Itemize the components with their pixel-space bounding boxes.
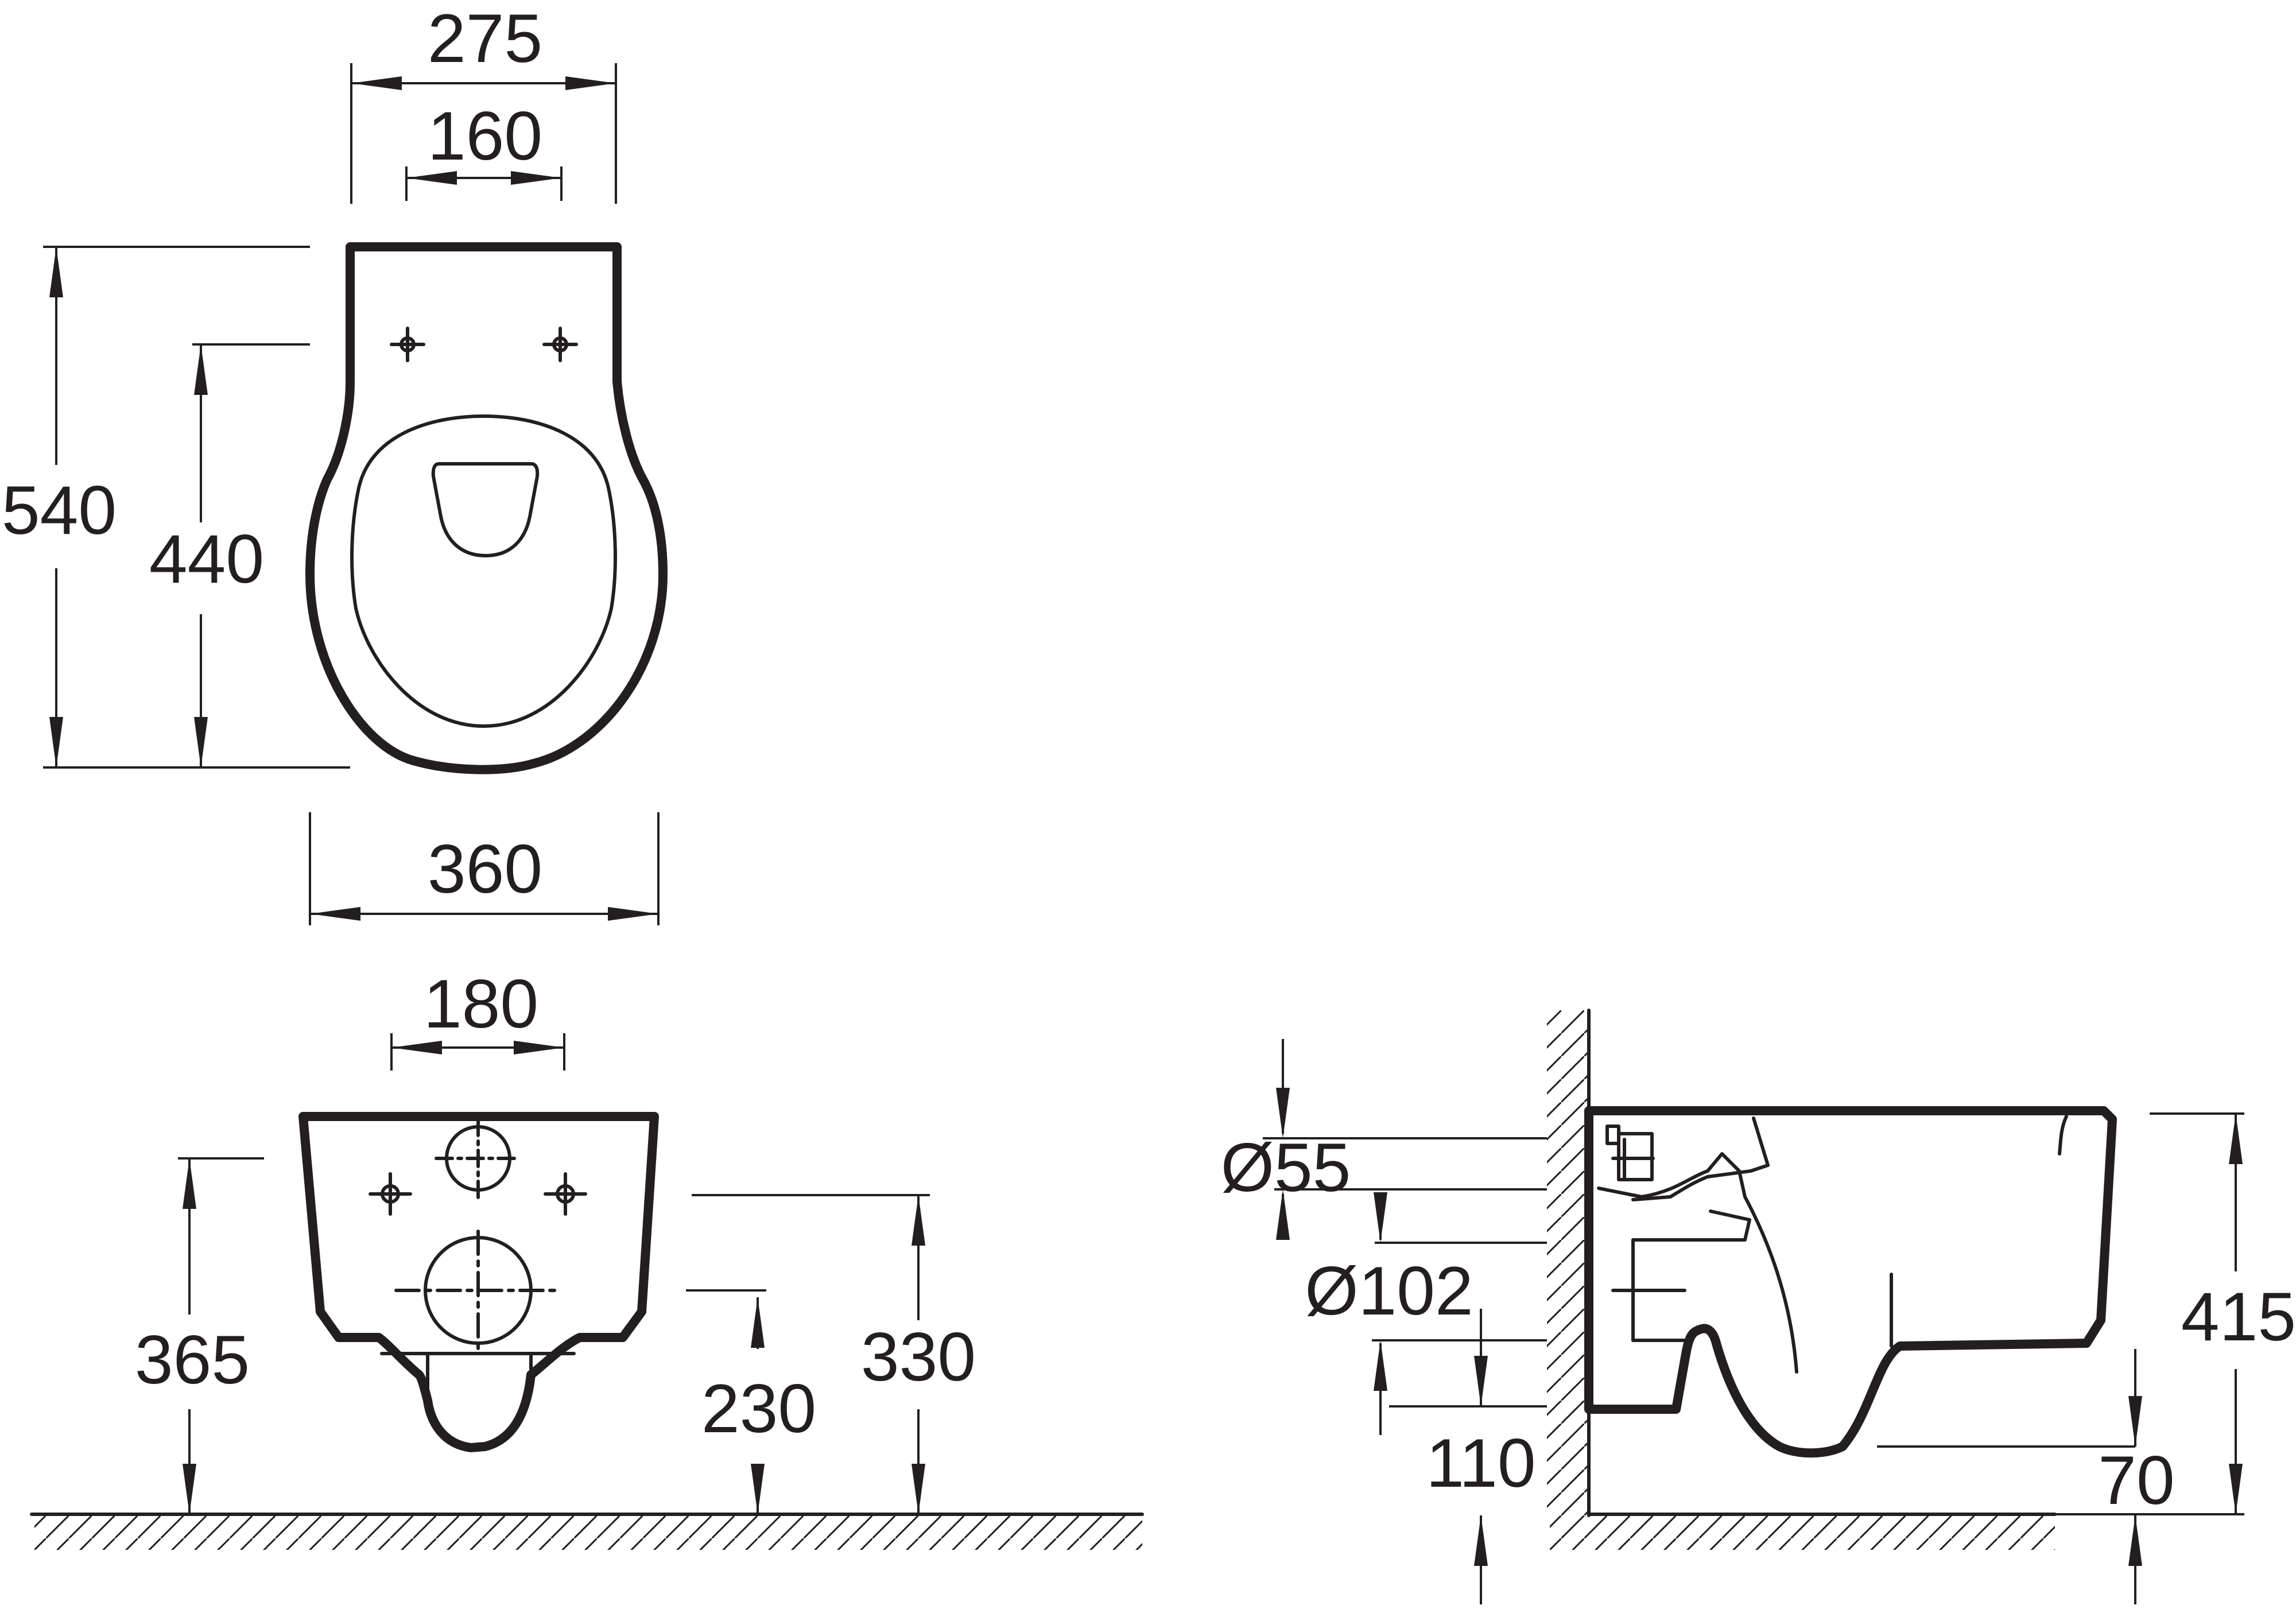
top-view-outline: [305, 242, 668, 774]
front-fixing-mark-right: [544, 1172, 587, 1216]
trapway-outline: [380, 1352, 576, 1402]
dim-outlet-diameter: Ø102: [1305, 1192, 1547, 1435]
dim-415-label: 415: [2181, 1278, 2296, 1355]
top-view: 275 160 540 440: [2, 0, 668, 925]
dim-230-label: 230: [701, 1370, 816, 1447]
dim-ø102-label: Ø102: [1305, 1253, 1473, 1329]
dim-height: 415: [2135, 1112, 2296, 1515]
dim-540-label: 540: [2, 472, 117, 549]
front-view-outline: [298, 1112, 659, 1452]
dim-rim-offset: 70: [1877, 1349, 2175, 1604]
front-view: 180 365 230 330: [30, 966, 1144, 1550]
dim-fixing-spacing-top: 160: [405, 98, 563, 201]
dim-365-label: 365: [135, 1321, 250, 1398]
dim-length-overall: 540: [2, 246, 350, 769]
wall: [1547, 1009, 1591, 1517]
dim-440-label: 440: [149, 521, 264, 598]
dim-160-label: 160: [428, 98, 542, 175]
side-view-outline: [1584, 1106, 2117, 1458]
dim-70-label: 70: [2098, 1442, 2174, 1519]
bowl-inner: [1631, 1115, 2068, 1348]
trap-profile: [1597, 1152, 1798, 1374]
floor-front: [30, 1513, 1144, 1550]
inner-wall-profile: [1631, 1116, 1770, 1201]
flush-opening: [431, 462, 540, 557]
dim-inlet-diameter: Ø55: [1221, 1039, 1547, 1240]
outlet-channel: [1631, 1209, 1751, 1242]
dim-height-right: 330: [692, 1194, 976, 1514]
dim-length-to-fixings: 440: [149, 343, 310, 767]
dim-bowl-width: 360: [309, 812, 660, 925]
dim-outlet-offset: 110: [1389, 1309, 1547, 1604]
dim-275-label: 275: [428, 0, 542, 77]
inlet-fitting: [1605, 1125, 1655, 1181]
fixing-mark-right: [542, 327, 578, 362]
dim-360-label: 360: [428, 831, 542, 908]
dim-outlet-height: 230: [686, 1289, 816, 1514]
seat-outline: [350, 414, 617, 728]
floor-side: [1550, 1513, 2057, 1550]
dim-180-label: 180: [424, 966, 538, 1042]
dim-ø55-label: Ø55: [1221, 1129, 1351, 1206]
side-view: Ø55 Ø102 110 415: [1221, 1009, 2296, 1604]
fixing-mark-left: [390, 327, 425, 362]
dim-110-label: 110: [1426, 1425, 1535, 1502]
dim-fixing-spacing-front: 180: [390, 966, 565, 1071]
dim-height-left: 365: [135, 1157, 264, 1514]
dim-width-overall: 275: [350, 0, 617, 204]
front-fixing-mark-left: [369, 1172, 412, 1216]
inlet-hole: [435, 1118, 522, 1201]
dim-330-label: 330: [861, 1319, 976, 1395]
outlet-hole: [394, 1230, 562, 1354]
